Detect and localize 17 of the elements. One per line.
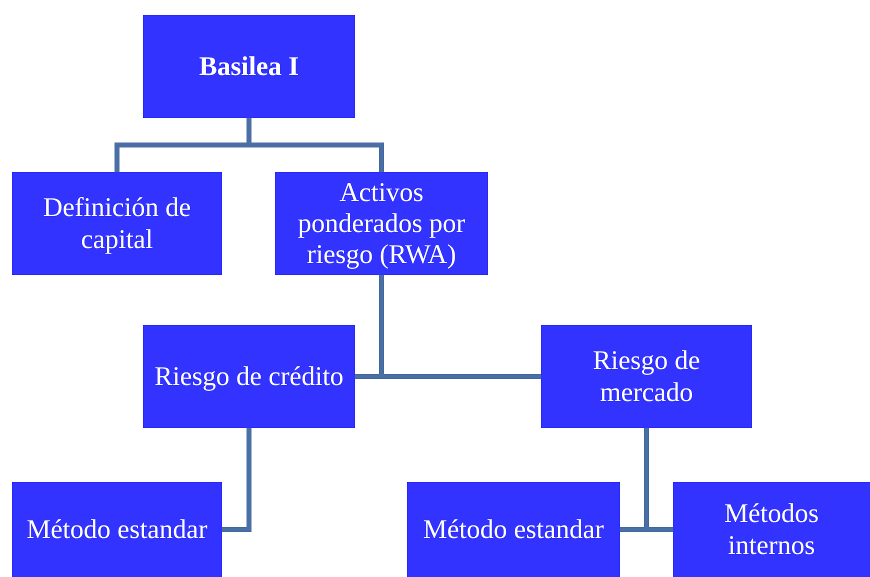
org-box <box>541 325 752 428</box>
node-label: Definición de capital <box>42 192 192 255</box>
node-label: Basilea I <box>199 50 299 82</box>
org-box <box>275 172 488 275</box>
org-box <box>407 482 620 577</box>
node-label: Riesgo de crédito <box>154 360 344 392</box>
org-box <box>143 15 355 118</box>
org-box <box>673 482 870 577</box>
org-box <box>12 482 222 577</box>
org-box <box>12 172 222 275</box>
connector-line <box>222 428 252 532</box>
node-label: Activos ponderados por riesgo (RWA) <box>296 176 466 270</box>
node-label: Método estandar <box>26 514 208 546</box>
node-label: Método estandar <box>423 514 604 546</box>
org-box <box>143 325 355 428</box>
node-label: Métodos internos <box>723 498 820 561</box>
node-label: Riesgo de mercado <box>592 345 702 408</box>
